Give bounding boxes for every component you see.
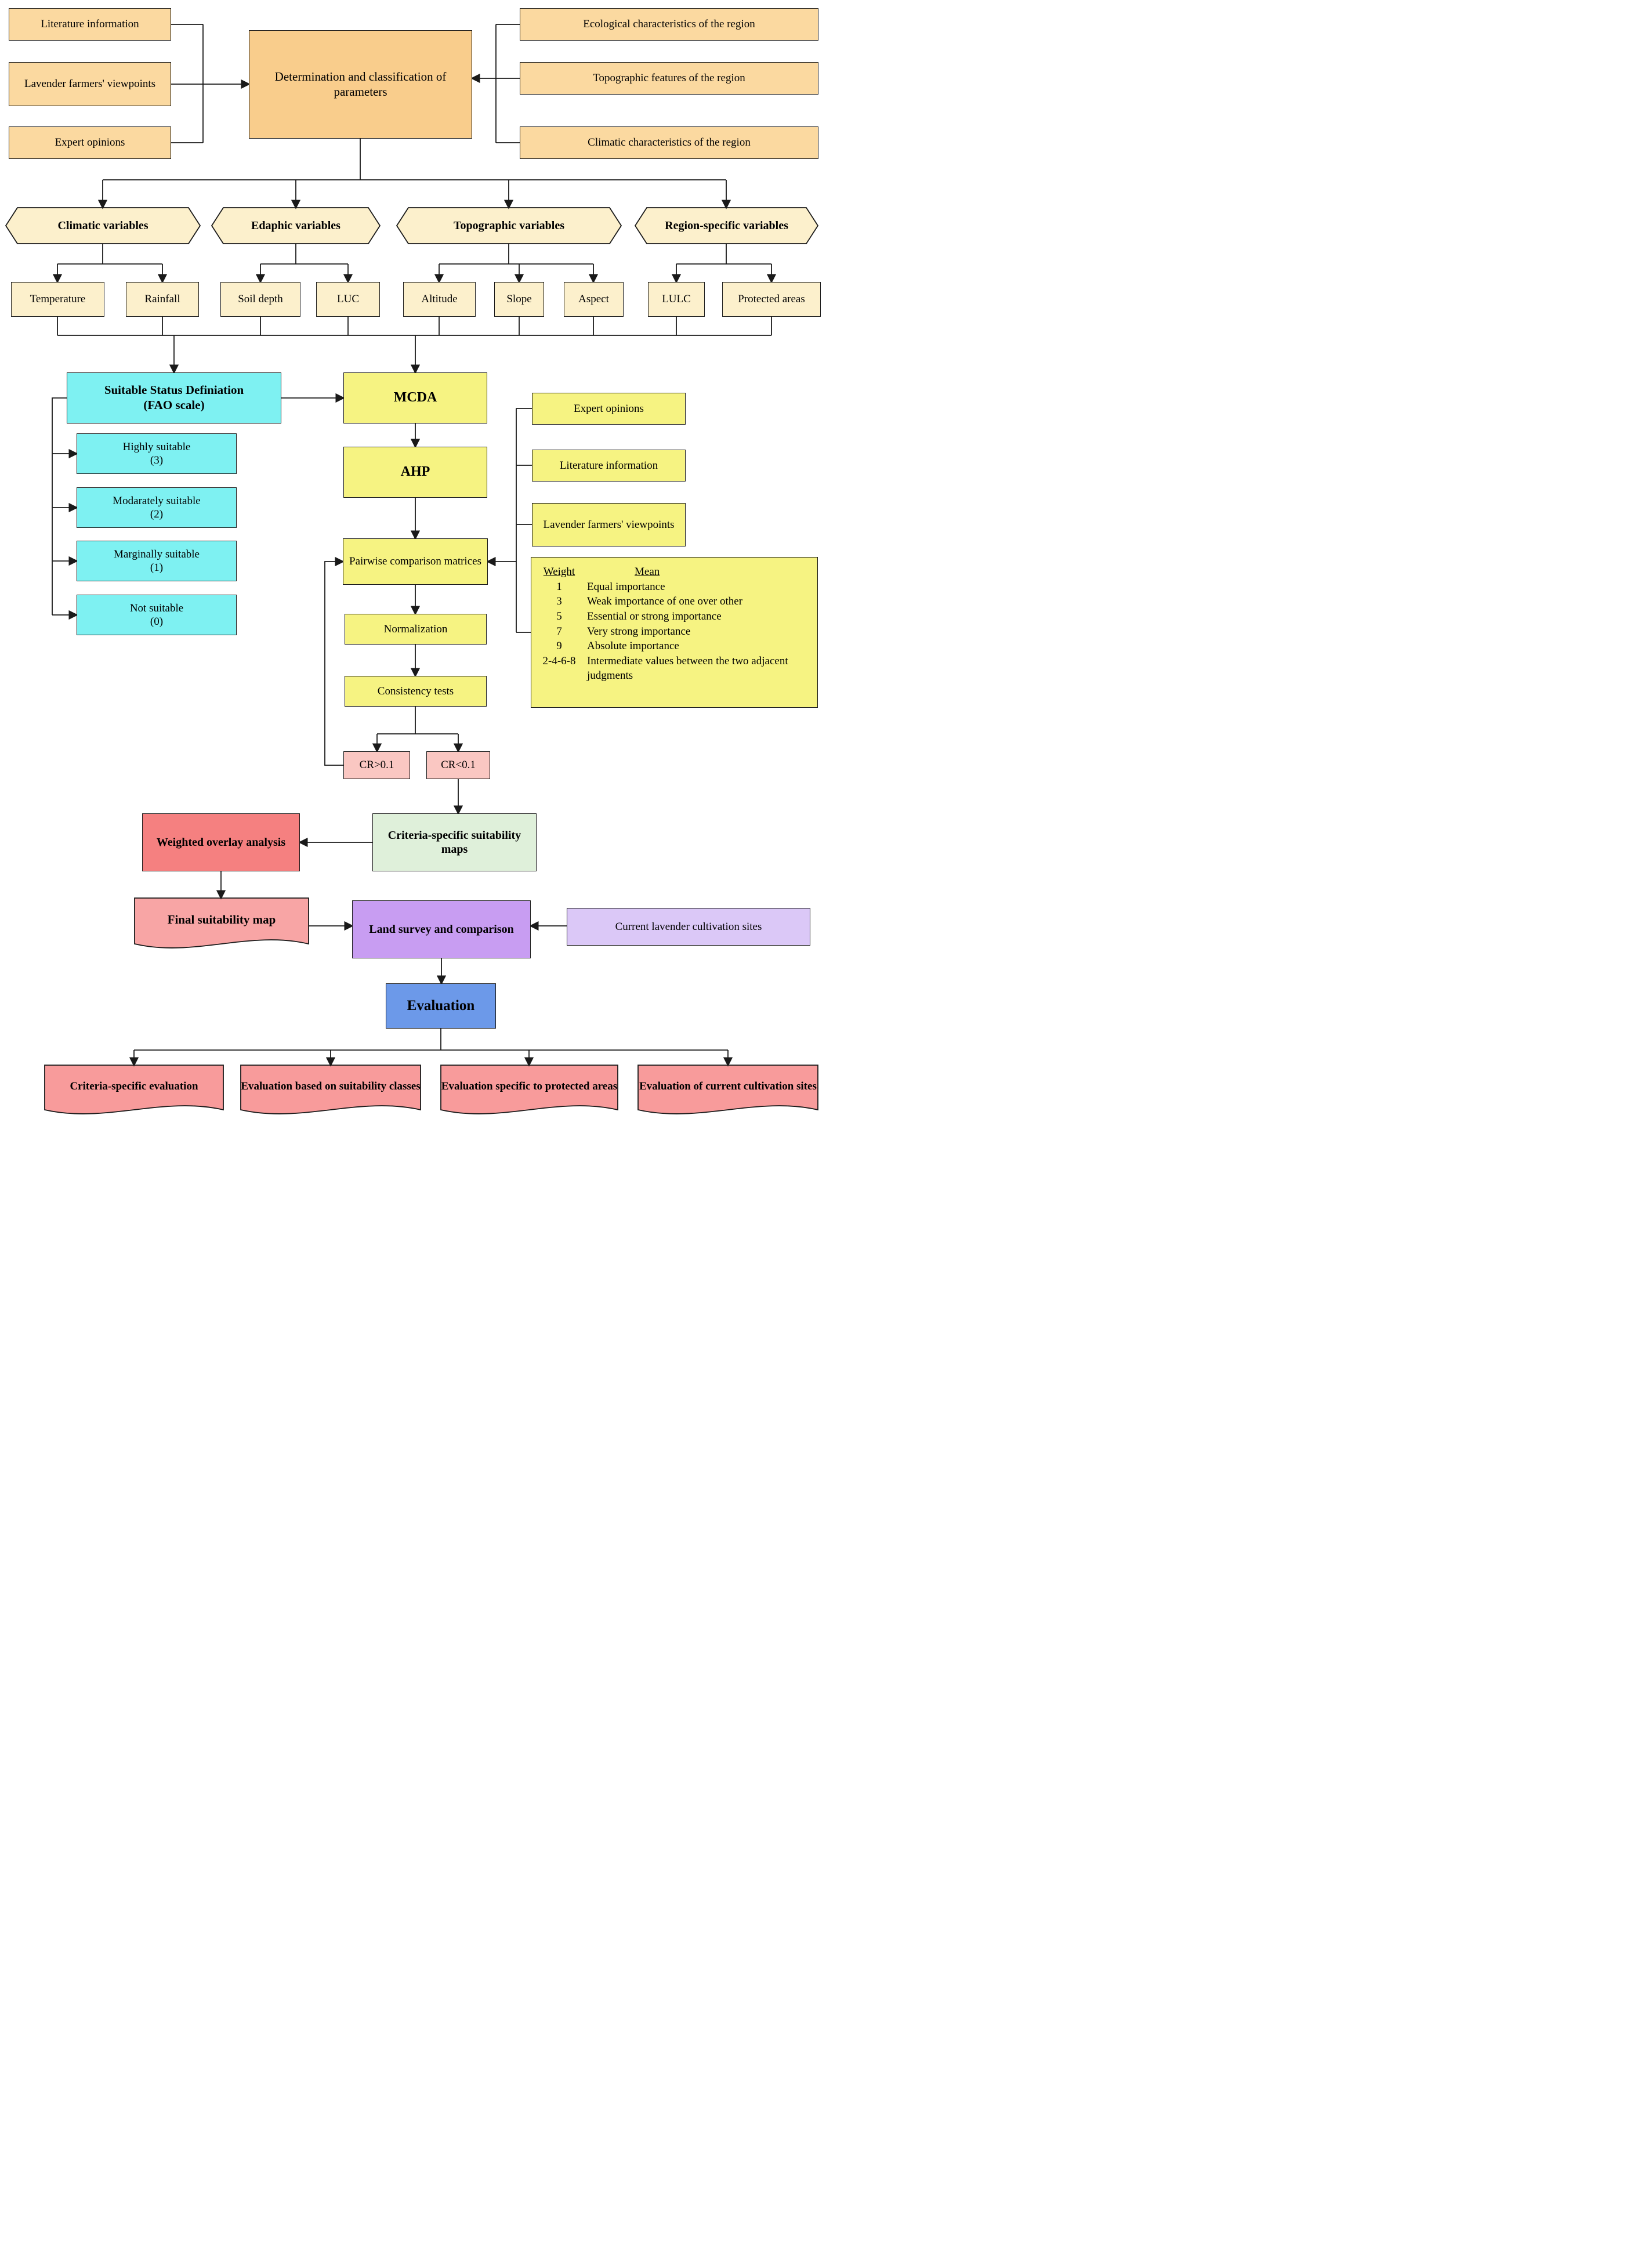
- fao-class-highly-suitable: Highly suitable (3): [77, 433, 237, 474]
- mcda-box: MCDA: [343, 372, 487, 423]
- var-protected-areas: Protected areas: [722, 282, 821, 317]
- var-altitude: Altitude: [403, 282, 476, 317]
- source-climatic-characteristics: Climatic characteristics of the region: [520, 126, 818, 159]
- current-sites-box: Current lavender cultivation sites: [567, 908, 810, 946]
- fao-class-label: Modarately suitable: [113, 494, 201, 507]
- var-aspect: Aspect: [564, 282, 624, 317]
- fao-class-label: Highly suitable: [122, 440, 191, 453]
- fao-title-line1: Suitable Status Definiation: [104, 383, 244, 397]
- pairwise-box: Pairwise comparison matrices: [343, 538, 488, 585]
- fao-class-score: (0): [150, 616, 164, 628]
- var-soil-depth: Soil depth: [220, 282, 300, 317]
- connector-layer: [5, 24, 819, 1114]
- ahp-input-farmers: Lavender farmers' viewpoints: [532, 503, 686, 546]
- land-survey-box: Land survey and comparison: [352, 900, 531, 958]
- fao-class-score: (1): [150, 562, 164, 574]
- flowchart-canvas: Literature information Lavender farmers'…: [0, 0, 826, 1133]
- fao-scale-box: Suitable Status Definiation (FAO scale): [67, 372, 281, 423]
- ahp-box: AHP: [343, 447, 487, 498]
- determination-box: Determination and classification of para…: [249, 30, 472, 139]
- variable-group-hexagon: [396, 207, 622, 244]
- group-topographic-variables: Topographic variables: [454, 219, 564, 232]
- evaluation-box: Evaluation: [386, 983, 496, 1029]
- fao-title-line2: (FAO scale): [143, 398, 205, 412]
- line-layer: [52, 24, 777, 1067]
- fao-class-score: (2): [150, 508, 164, 520]
- tape-shape: [637, 1065, 818, 1114]
- group-edaphic-variables: Edaphic variables: [251, 219, 340, 232]
- fao-class-label: Marginally suitable: [114, 548, 200, 560]
- source-farmers-viewpoints: Lavender farmers' viewpoints: [9, 62, 171, 106]
- var-slope: Slope: [494, 282, 544, 317]
- group-climatic-variables: Climatic variables: [57, 219, 148, 232]
- ahp-input-expert-opinions: Expert opinions: [532, 393, 686, 425]
- variable-group-hexagon: [634, 207, 819, 244]
- final-map-label: Final suitability map: [167, 912, 276, 926]
- var-luc: LUC: [316, 282, 380, 317]
- fao-class-marginally-suitable: Marginally suitable (1): [77, 541, 237, 581]
- eval-protected-areas: Evaluation specific to protected areas: [441, 1080, 618, 1092]
- suitability-maps-box: Criteria-specific suitability maps: [372, 813, 537, 871]
- source-ecological-characteristics: Ecological characteristics of the region: [520, 8, 818, 41]
- fao-class-moderately-suitable: Modarately suitable (2): [77, 487, 237, 528]
- tape-shape: [134, 897, 309, 949]
- var-lulc: LULC: [648, 282, 705, 317]
- weight-table-header: Weight Mean: [536, 564, 811, 580]
- cr-fail-box: CR>0.1: [343, 751, 410, 779]
- consistency-box: Consistency tests: [345, 676, 487, 707]
- source-expert-opinions: Expert opinions: [9, 126, 171, 159]
- weight-col-header: Weight: [543, 566, 575, 578]
- connector: [324, 556, 345, 766]
- eval-suitability-classes: Evaluation based on suitability classes: [241, 1080, 421, 1092]
- var-temperature: Temperature: [11, 282, 104, 317]
- fao-class-not-suitable: Not suitable (0): [77, 595, 237, 635]
- var-rainfall: Rainfall: [126, 282, 199, 317]
- normalization-box: Normalization: [345, 614, 487, 645]
- fao-class-label: Not suitable: [129, 602, 184, 614]
- source-topographic-features: Topographic features of the region: [520, 62, 818, 95]
- tape-shape: [440, 1065, 618, 1114]
- ahp-input-literature: Literature information: [532, 450, 686, 482]
- variable-group-hexagon: [211, 207, 381, 244]
- tape-shape: [44, 1065, 224, 1114]
- mean-col-header: Mean: [635, 566, 660, 578]
- fao-class-score: (3): [150, 454, 164, 466]
- shape-layer: [5, 207, 819, 1114]
- source-literature-information: Literature information: [9, 8, 171, 41]
- connector: [52, 397, 67, 615]
- group-region-specific-variables: Region-specific variables: [665, 219, 788, 232]
- cr-pass-box: CR<0.1: [426, 751, 490, 779]
- weighted-overlay-box: Weighted overlay analysis: [142, 813, 300, 871]
- tape-shape: [240, 1065, 421, 1114]
- eval-current-sites: Evaluation of current cultivation sites: [639, 1080, 817, 1092]
- eval-criteria-specific: Criteria-specific evaluation: [70, 1080, 198, 1092]
- variable-group-hexagon: [5, 207, 201, 244]
